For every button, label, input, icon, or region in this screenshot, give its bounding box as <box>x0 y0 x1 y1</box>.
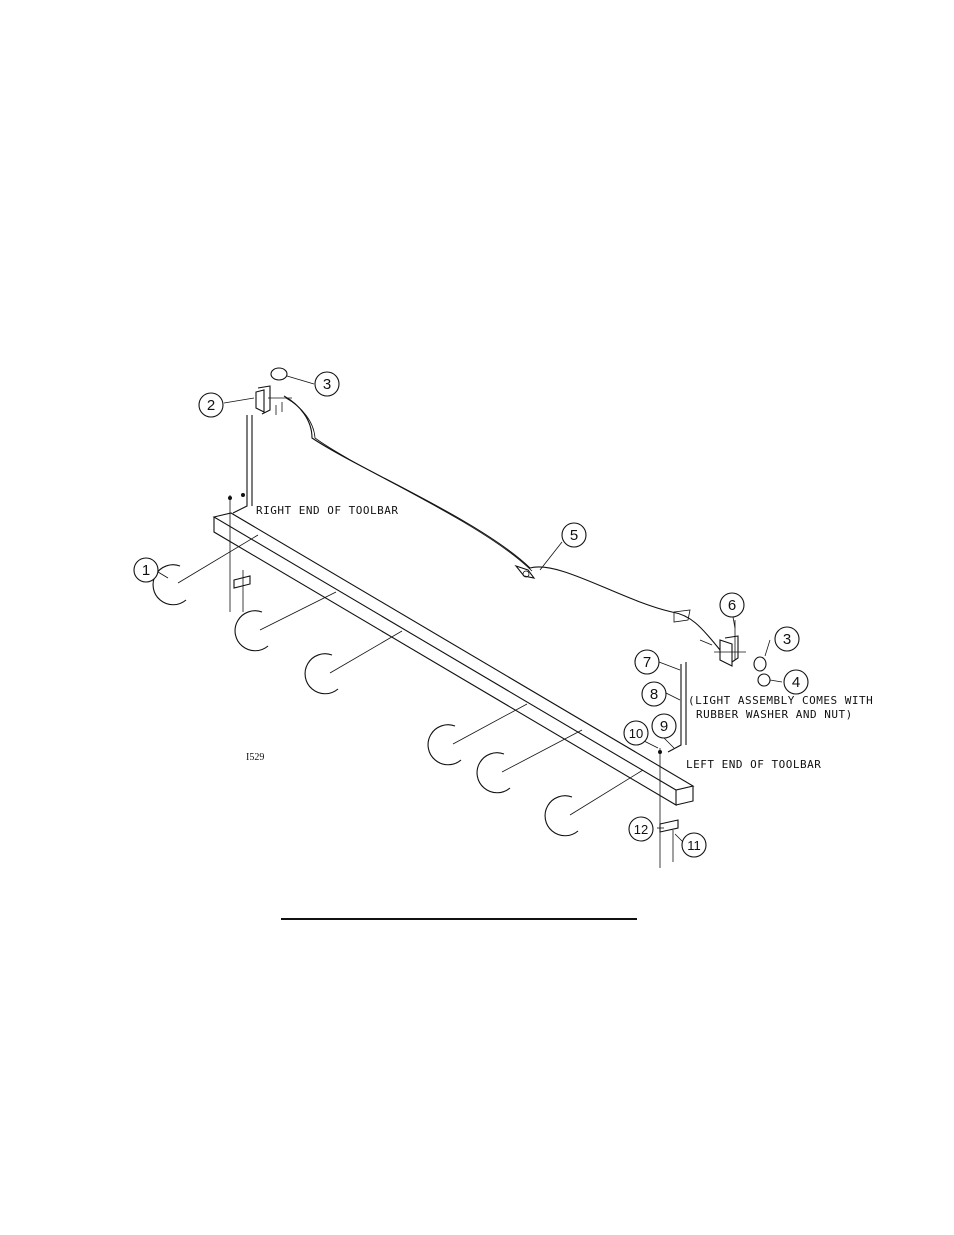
svg-text:11: 11 <box>687 838 701 853</box>
svg-text:1: 1 <box>142 562 150 579</box>
drawing-code: I529 <box>246 752 264 763</box>
svg-text:5: 5 <box>570 527 578 544</box>
svg-text:12: 12 <box>634 822 648 837</box>
svg-text:3: 3 <box>323 376 331 393</box>
svg-text:10: 10 <box>629 726 643 741</box>
callout-3-right: 3 <box>315 372 339 396</box>
svg-text:8: 8 <box>650 686 658 703</box>
callout-10: 10 <box>624 721 648 745</box>
callout-7: 7 <box>635 650 659 674</box>
light-note-line-2: RUBBER WASHER AND NUT) <box>696 708 853 721</box>
left-end-label: LEFT END OF TOOLBAR <box>686 758 821 771</box>
right-light-bracket <box>228 368 292 612</box>
callout-2: 2 <box>199 393 223 417</box>
svg-text:3: 3 <box>783 631 791 648</box>
toolbar <box>214 513 693 805</box>
callout-5: 5 <box>562 523 586 547</box>
callout-6: 6 <box>720 593 744 617</box>
svg-text:4: 4 <box>792 674 800 691</box>
disc-blades <box>153 535 643 836</box>
callout-1: 1 <box>134 558 158 582</box>
light-note-line-1: (LIGHT ASSEMBLY COMES WITH <box>688 694 873 707</box>
callout-8: 8 <box>642 682 666 706</box>
svg-text:9: 9 <box>660 718 668 735</box>
svg-text:7: 7 <box>643 654 651 671</box>
callout-9: 9 <box>652 714 676 738</box>
callout-12: 12 <box>629 817 653 841</box>
svg-text:2: 2 <box>207 397 215 414</box>
callout-3-left: 3 <box>775 627 799 651</box>
left-light-bracket <box>658 620 770 868</box>
callout-11: 11 <box>682 833 706 857</box>
svg-text:6: 6 <box>728 597 736 614</box>
right-end-label: RIGHT END OF TOOLBAR <box>256 504 398 517</box>
callout-4: 4 <box>784 670 808 694</box>
